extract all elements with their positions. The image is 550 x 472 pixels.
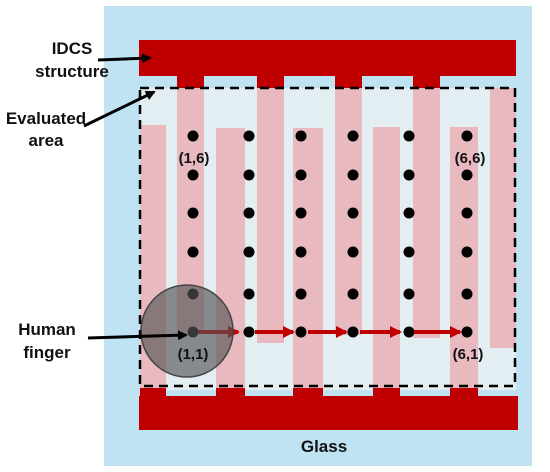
measurement-point [403, 246, 415, 258]
measurement-point [461, 246, 473, 258]
measurement-point [295, 326, 307, 338]
evaluated-area-label-line1: Evaluated [6, 109, 86, 128]
coord-label-top-left: (1,6) [179, 150, 210, 167]
measurement-point [243, 130, 255, 142]
measurement-point [461, 207, 473, 219]
measurement-point [347, 207, 359, 219]
coord-label-bottom-left: (1,1) [178, 346, 209, 363]
coord-label-top-right: (6,6) [455, 150, 486, 167]
measurement-point [347, 246, 359, 258]
measurement-point [347, 169, 359, 181]
measurement-point [347, 288, 359, 300]
bottom-electrode-teeth [140, 386, 478, 398]
top-electrode-teeth [177, 74, 440, 88]
measurement-point [243, 207, 255, 219]
measurement-point [295, 130, 307, 142]
measurement-point [295, 169, 307, 181]
measurement-point [461, 130, 473, 142]
measurement-point [243, 246, 255, 258]
idcs-label-line1: IDCS [52, 39, 93, 58]
measurement-point [243, 288, 255, 300]
arrow-right-icon [97, 53, 152, 64]
glass-label: Glass [301, 437, 347, 456]
measurement-point [347, 326, 359, 338]
bottom-electrode-bar [139, 396, 518, 430]
measurement-point [243, 169, 255, 181]
measurement-point [187, 246, 199, 258]
idcs-label-line2: structure [35, 62, 109, 81]
human-finger-label-line2: finger [23, 343, 71, 362]
measurement-point-grid [187, 130, 473, 338]
measurement-point [461, 326, 473, 338]
measurement-point [243, 326, 255, 338]
measurement-point [403, 207, 415, 219]
human-finger-label-line1: Human [18, 320, 76, 339]
top-electrode-bar [139, 40, 516, 76]
measurement-point [461, 288, 473, 300]
measurement-point [187, 169, 199, 181]
measurement-point [403, 130, 415, 142]
measurement-point [295, 207, 307, 219]
measurement-point [347, 130, 359, 142]
measurement-point [295, 246, 307, 258]
measurement-point [403, 169, 415, 181]
measurement-point [403, 326, 415, 338]
measurement-point [461, 169, 473, 181]
arrow-right-icon [83, 90, 156, 128]
measurement-point [187, 130, 199, 142]
evaluated-area-label-line2: area [29, 131, 65, 150]
coord-label-bottom-right: (6,1) [453, 346, 484, 363]
measurement-point [187, 207, 199, 219]
measurement-point [403, 288, 415, 300]
human-finger-circle [140, 284, 234, 378]
arrow-right-icon [87, 330, 188, 341]
measurement-point [295, 288, 307, 300]
evaluated-area-border [138, 86, 517, 388]
